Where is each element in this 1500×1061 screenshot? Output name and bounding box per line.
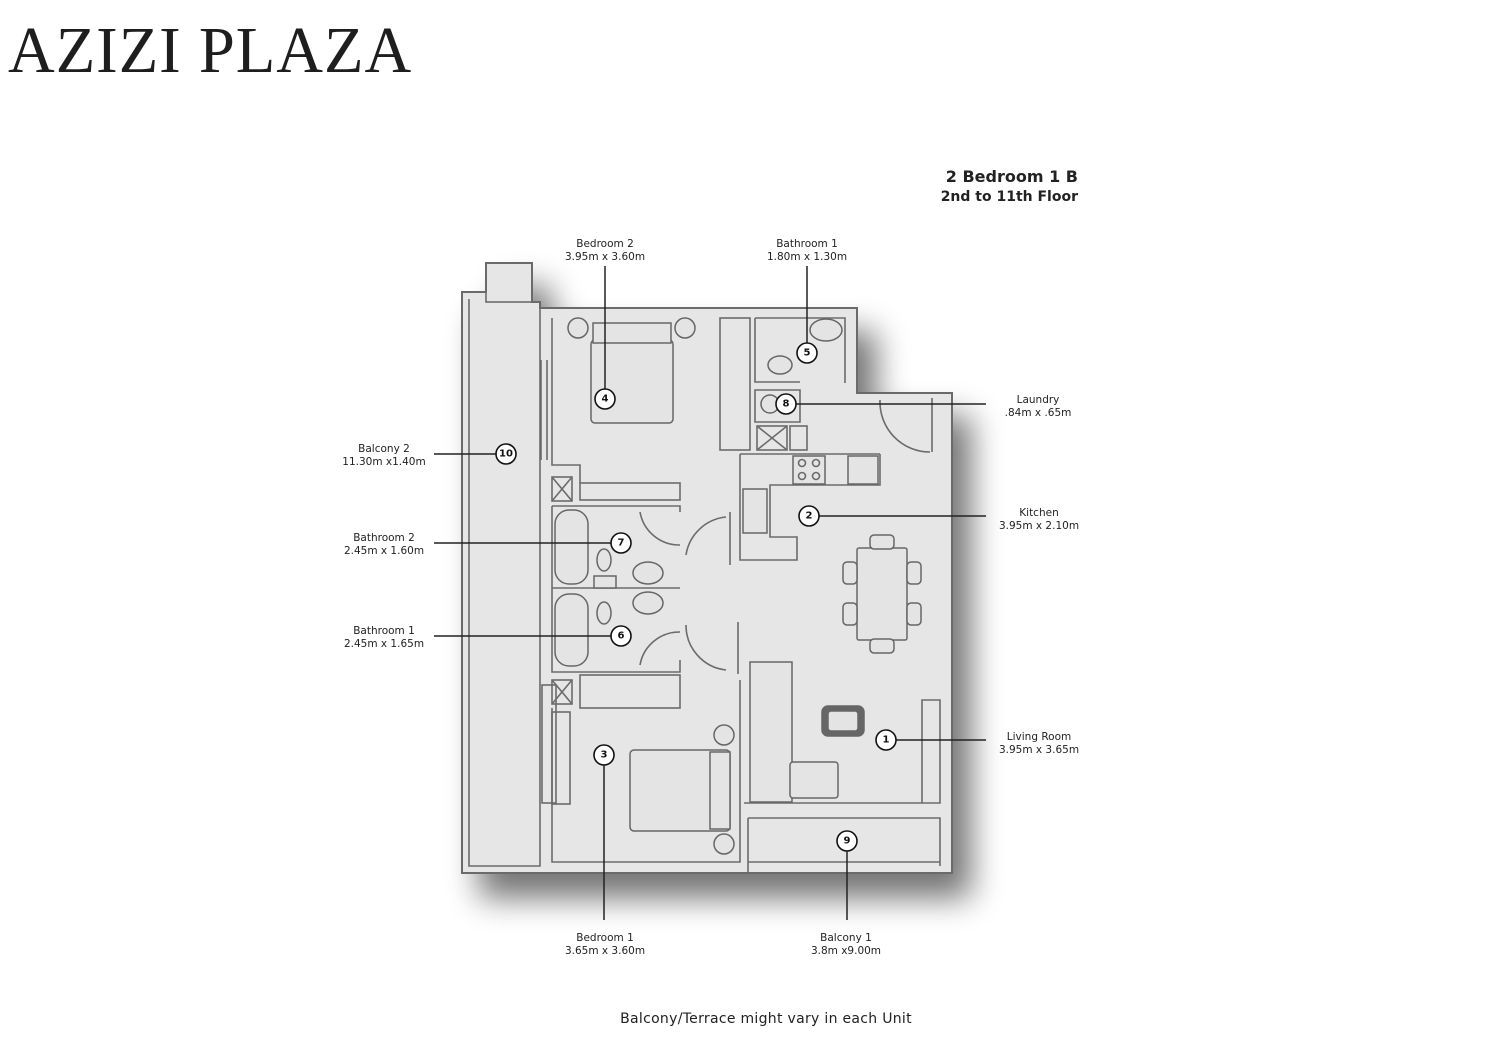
- unit-heading: 2 Bedroom 1 B 2nd to 11th Floor: [941, 166, 1078, 207]
- unit-type: 2 Bedroom 1 B: [945, 167, 1078, 186]
- callout-balcony-1: 9 Balcony 1 3.8m x9.00m: [811, 830, 881, 957]
- room-marker: 1: [883, 735, 890, 746]
- room-size: 2.45m x 1.65m: [344, 638, 424, 650]
- callout-bedroom-1: 3 Bedroom 1 3.65m x 3.60m: [565, 744, 645, 957]
- room-name: Bathroom 1: [776, 238, 838, 250]
- brand-logo-title: AZIZI PLAZA: [8, 14, 413, 87]
- room-name: Bathroom 2: [353, 532, 415, 544]
- callout-laundry: Laundry .84m x .65m 8: [775, 393, 1072, 419]
- room-marker: 5: [804, 348, 811, 359]
- room-marker: 4: [602, 394, 609, 405]
- room-marker: 6: [618, 631, 625, 642]
- room-name: Kitchen: [1019, 507, 1058, 519]
- room-marker: 9: [844, 836, 851, 847]
- room-size: 2.45m x 1.60m: [344, 545, 424, 557]
- room-name: Living Room: [1007, 731, 1071, 743]
- room-size: 3.65m x 3.60m: [565, 945, 645, 957]
- callout-bathroom-1: Bathroom 1 2.45m x 1.65m 6: [344, 625, 632, 650]
- callout-kitchen: Kitchen 3.95m x 2.10m 2: [798, 505, 1079, 532]
- callout-bathroom-2: Bathroom 2 2.45m x 1.60m 7: [344, 532, 632, 557]
- callout-bathroom-1-top: Bathroom 1 1.80m x 1.30m 5: [767, 238, 847, 364]
- room-size: 3.95m x 2.10m: [999, 520, 1079, 532]
- room-size: 1.80m x 1.30m: [767, 251, 847, 263]
- room-marker: 7: [618, 538, 625, 549]
- room-size: 3.95m x 3.65m: [999, 744, 1079, 756]
- room-callouts: Bedroom 2 3.95m x 3.60m 4 Bathroom 1 1.8…: [342, 238, 1079, 957]
- room-size: .84m x .65m: [1005, 407, 1072, 419]
- room-marker: 3: [601, 750, 608, 761]
- room-name: Bathroom 1: [353, 625, 415, 637]
- room-name: Bedroom 2: [576, 238, 634, 250]
- room-name: Bedroom 1: [576, 932, 634, 944]
- room-size: 11.30m x1.40m: [342, 456, 425, 468]
- room-name: Balcony 1: [820, 932, 872, 944]
- unit-floors: 2nd to 11th Floor: [940, 189, 1078, 205]
- room-marker: 8: [783, 399, 790, 410]
- room-size: 3.95m x 3.60m: [565, 251, 645, 263]
- callout-balcony-2: Balcony 2 11.30m x1.40m 10: [342, 443, 517, 468]
- callout-bedroom-2: Bedroom 2 3.95m x 3.60m 4: [565, 238, 645, 410]
- disclaimer-note: Balcony/Terrace might vary in each Unit: [620, 1011, 912, 1027]
- room-size: 3.8m x9.00m: [811, 945, 881, 957]
- walls: [468, 262, 941, 873]
- room-name: Laundry: [1017, 394, 1060, 406]
- room-name: Balcony 2: [358, 443, 410, 455]
- room-marker: 2: [806, 511, 813, 522]
- callout-living-room: Living Room 3.95m x 3.65m 1: [875, 729, 1079, 756]
- room-marker: 10: [499, 449, 513, 460]
